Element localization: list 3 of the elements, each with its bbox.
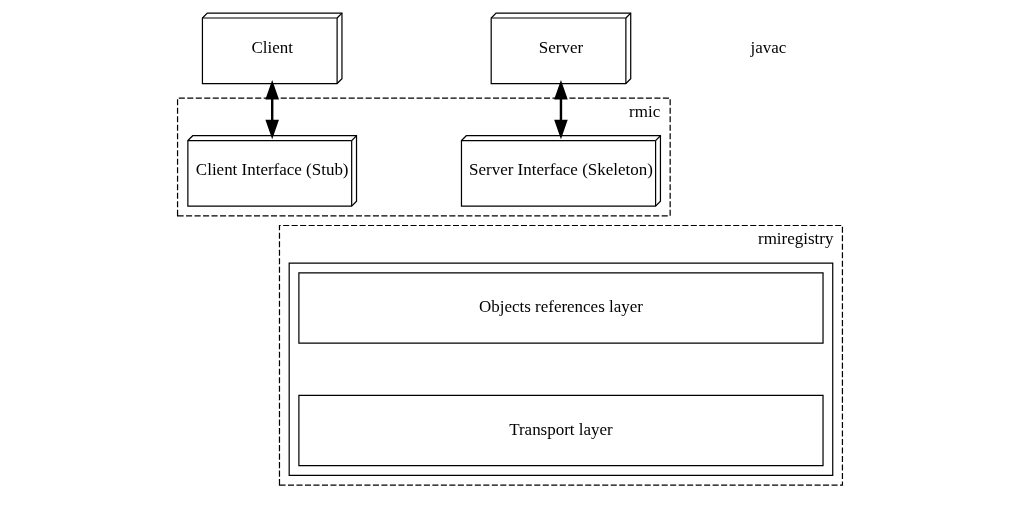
label: javac [750, 37, 786, 57]
node-label: rmic [628, 101, 660, 121]
node-label: rmiregistry [757, 228, 833, 248]
